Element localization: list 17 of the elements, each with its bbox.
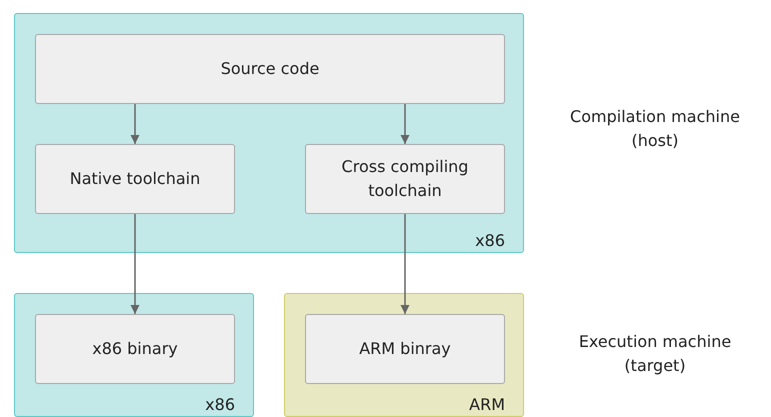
process-box: x86 binary: [35, 314, 235, 384]
machine-panel: [14, 13, 524, 253]
architecture-label: x86: [205, 395, 235, 414]
arrow: [400, 104, 410, 144]
arrow: [130, 214, 140, 314]
process-box: Cross compiling toolchain: [305, 144, 505, 214]
machine-caption: Execution machine (target): [578, 331, 732, 377]
machine-panel: [284, 293, 524, 417]
process-box: ARM binray: [305, 314, 505, 384]
process-box: Source code: [35, 34, 505, 104]
arrow: [130, 104, 140, 144]
arrow: [400, 214, 410, 314]
machine-panel: [14, 293, 254, 417]
process-box: Native toolchain: [35, 144, 235, 214]
architecture-label: x86: [475, 231, 505, 250]
machine-caption: Compilation machine (host): [569, 106, 741, 152]
architecture-label: ARM: [469, 395, 505, 414]
